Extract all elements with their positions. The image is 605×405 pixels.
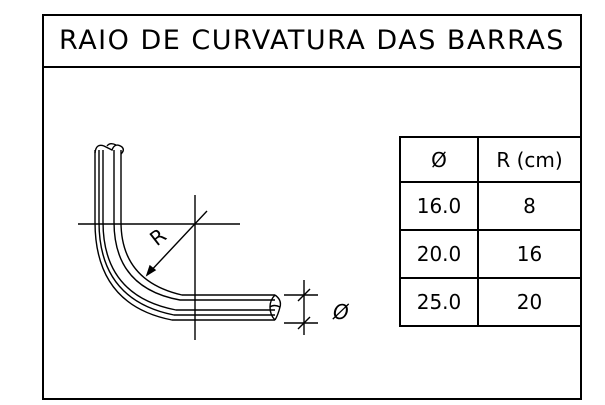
cell-diameter: 25.0 (399, 277, 479, 327)
bar-end-right (269, 294, 276, 321)
table-header-row: Ø R (cm) (399, 136, 582, 183)
bar-outline-outer (94, 150, 275, 321)
bend-radius-table: Ø R (cm) 16.0 8 20.0 16 25.0 20 (399, 136, 582, 327)
bar-line-4 (113, 150, 275, 301)
header-radius: R (cm) (477, 136, 582, 183)
bar-line-3 (102, 150, 275, 311)
table-row: 25.0 20 (399, 277, 582, 327)
bar-end-top (94, 144, 124, 155)
bar-line-2 (98, 150, 275, 316)
dimension-tick-bottom (297, 316, 311, 330)
cell-radius: 20 (477, 277, 582, 327)
cell-diameter: 16.0 (399, 181, 479, 231)
title-bar: RAIO DE CURVATURA DAS BARRAS (44, 16, 580, 68)
diameter-label: Ø (333, 300, 349, 324)
cell-radius: 8 (477, 181, 582, 231)
radius-arrowhead (145, 264, 157, 277)
cell-radius: 16 (477, 229, 582, 279)
drawing-frame: RAIO DE CURVATURA DAS BARRAS (42, 14, 582, 400)
bar-outline-inner (120, 150, 275, 296)
cell-diameter: 20.0 (399, 229, 479, 279)
table-row: 16.0 8 (399, 181, 582, 231)
dimension-tick-top (297, 288, 311, 302)
page-title: RAIO DE CURVATURA DAS BARRAS (59, 25, 565, 56)
table-row: 20.0 16 (399, 229, 582, 279)
header-diameter: Ø (399, 136, 479, 183)
radius-leader (146, 210, 208, 276)
